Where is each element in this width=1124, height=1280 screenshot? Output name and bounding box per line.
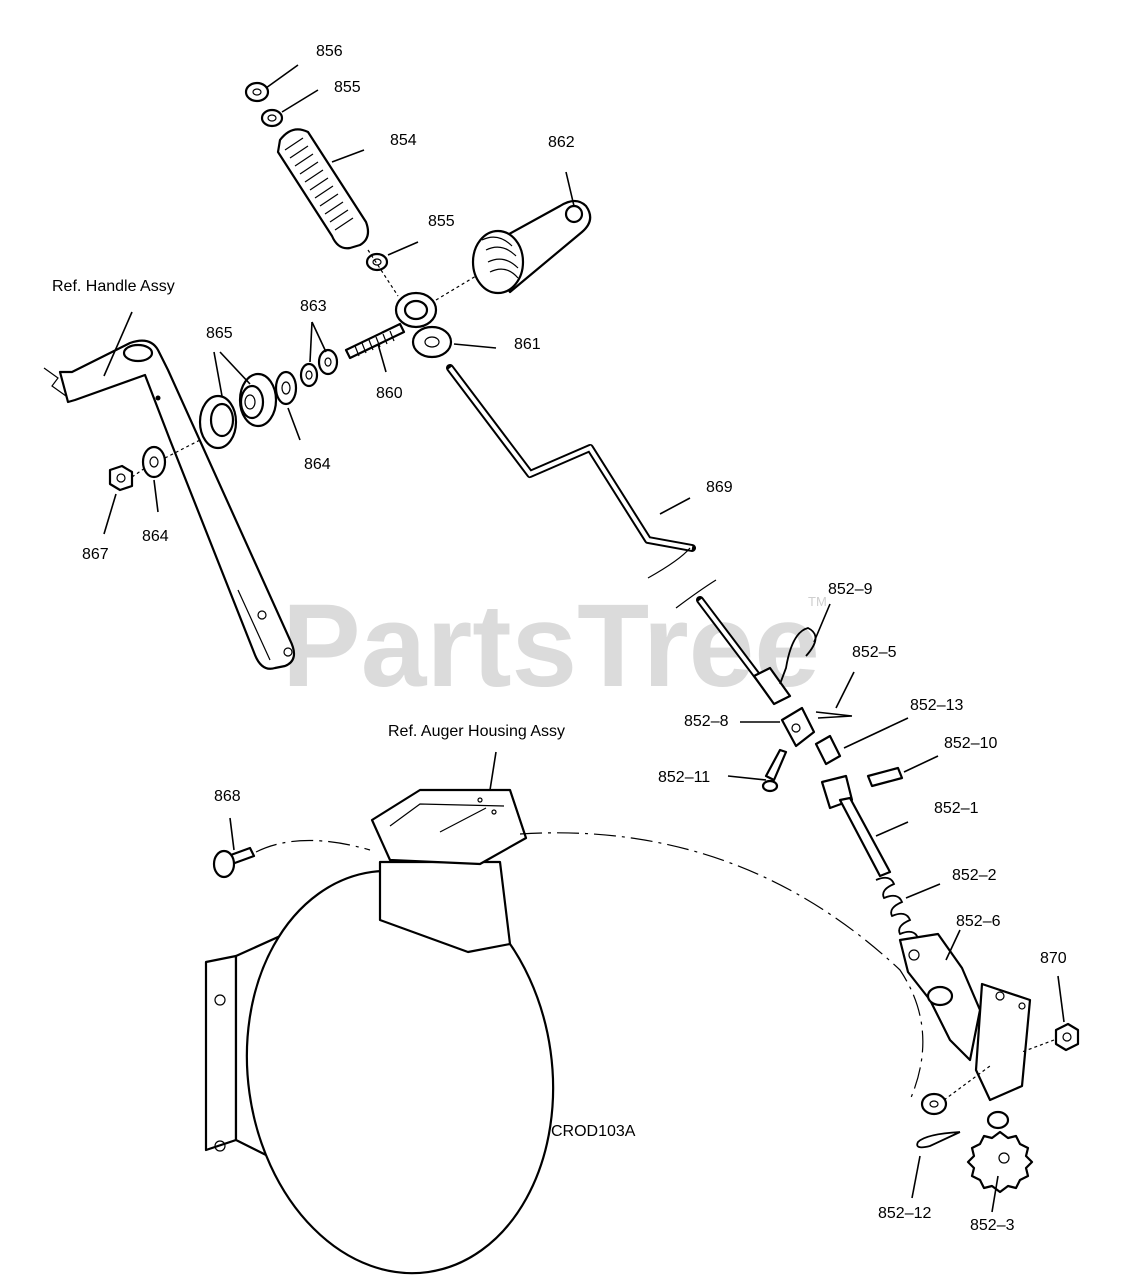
label-863: 863 (300, 298, 327, 315)
label-856: 856 (316, 43, 343, 60)
clevis-852-8 (780, 706, 816, 748)
eyebolt-860 (344, 291, 438, 360)
label-852-1: 852–1 (934, 800, 979, 817)
label-852-3: 852–3 (970, 1217, 1015, 1234)
label-855-top: 855 (334, 79, 361, 96)
spring-852-2 (875, 876, 919, 939)
pin-852-10 (866, 766, 904, 788)
washer-lower (920, 1092, 948, 1116)
washer-864-center (274, 370, 298, 406)
label-870: 870 (1040, 950, 1067, 967)
leader-lines (103, 64, 1065, 1213)
washer-864-left (141, 445, 167, 479)
block-852-13 (814, 734, 842, 766)
ref-handle-assy: Ref. Handle Assy (52, 278, 175, 295)
label-852-8: 852–8 (684, 713, 729, 730)
label-868: 868 (214, 788, 241, 805)
label-864-left: 864 (142, 528, 169, 545)
label-862: 862 (548, 134, 575, 151)
label-852-6: 852–6 (956, 913, 1001, 930)
trademark-mark: TM (808, 594, 827, 609)
label-860: 860 (376, 385, 403, 402)
nut-867 (108, 464, 134, 492)
label-852-2: 852–2 (952, 867, 997, 884)
label-852-5: 852–5 (852, 644, 897, 661)
bracket-852-6 (898, 932, 982, 1062)
handle-bar (43, 339, 296, 670)
bushing-865 (198, 372, 278, 450)
drawing-code: CROD103A (551, 1123, 636, 1140)
nut-870 (1054, 1022, 1080, 1052)
label-852-13: 852–13 (910, 697, 963, 714)
nuts-863 (299, 348, 339, 388)
washer-856 (244, 81, 270, 103)
label-867: 867 (82, 546, 109, 563)
knob-862 (471, 199, 592, 295)
label-864-center: 864 (304, 456, 331, 473)
label-869: 869 (706, 479, 733, 496)
grip-854 (276, 128, 370, 250)
cotter-pin-852-5 (815, 711, 853, 719)
hairpin-852-12 (916, 1131, 961, 1149)
label-855-lower: 855 (428, 213, 455, 230)
label-852-9: 852–9 (828, 581, 873, 598)
shift-rod-869 (446, 364, 792, 706)
bracket-plate (974, 982, 1032, 1102)
ref-auger-housing-assy: Ref. Auger Housing Assy (388, 723, 565, 740)
carriage-bolt-868 (212, 846, 256, 879)
label-854: 854 (390, 132, 417, 149)
rod-852-1 (820, 774, 892, 878)
label-865: 865 (206, 325, 233, 342)
label-852-12: 852–12 (878, 1205, 931, 1222)
label-852-11: 852–11 (658, 769, 710, 786)
hairpin-852-9 (779, 627, 817, 685)
grommet-861 (411, 325, 453, 359)
screw-852-11 (761, 748, 788, 793)
label-861: 861 (514, 336, 541, 353)
washer-855-top (260, 108, 284, 128)
gear-852-3 (966, 1110, 1034, 1194)
label-852-10: 852–10 (944, 735, 997, 752)
washer-855-lower (365, 252, 389, 272)
auger-housing (204, 788, 555, 1275)
